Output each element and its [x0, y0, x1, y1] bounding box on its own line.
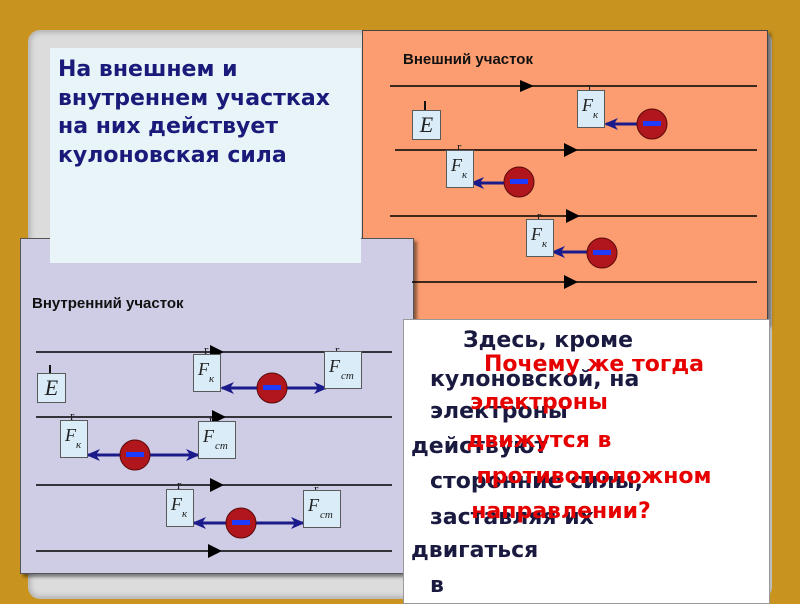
emf-symbol-external: E — [412, 110, 441, 140]
vector-mark: r — [457, 139, 462, 154]
explanation-line: Здесь, кроме — [463, 328, 633, 353]
vector-mark: r — [70, 408, 75, 423]
line-arrowhead — [212, 410, 226, 424]
electron-icon — [586, 237, 618, 269]
question-line: направлении? — [471, 499, 651, 524]
line-arrowhead — [564, 275, 578, 289]
question-line: электроны — [470, 390, 608, 415]
electron-icon — [636, 108, 668, 140]
external-section-panel: Внешний участок — [362, 30, 768, 324]
vector-bar — [424, 101, 426, 110]
info-box: На внешнем и внутреннем участках на них … — [50, 48, 361, 263]
electron-icon — [256, 372, 288, 404]
vector-mark: r — [209, 412, 214, 427]
vector-mark: r — [537, 208, 542, 223]
explanation-line: электроны — [430, 399, 568, 424]
internal-force-arrows — [86, 382, 328, 529]
internal-section-title: Внутренний участок — [32, 295, 184, 312]
question-line: движутся в — [466, 428, 612, 453]
electrons — [119, 108, 668, 539]
explanation-line: в — [430, 573, 444, 598]
explanation-line: сторонние силы, — [430, 469, 643, 494]
explanation-line: двигаться — [411, 538, 539, 563]
vector-mark: r — [204, 342, 209, 357]
info-box-text: На внешнем и внутреннем участках на них … — [58, 57, 330, 168]
vector-mark: r — [177, 477, 182, 492]
electron-icon — [503, 166, 535, 198]
line-arrowhead — [566, 209, 580, 223]
electron-icon — [225, 507, 257, 539]
line-arrowhead — [520, 80, 534, 92]
explanation-line: действуют — [411, 434, 548, 459]
vector-bar — [49, 365, 51, 374]
question-line: Почему же тогда — [484, 352, 704, 377]
line-arrowhead — [210, 478, 224, 492]
explanation-line: заставляя их — [430, 505, 594, 530]
explanation-line: кулоновской, на — [430, 367, 640, 392]
question-line: противоположном — [476, 464, 712, 489]
electron-icon — [119, 439, 151, 471]
emf-symbol-internal: E — [37, 373, 66, 403]
external-section-title: Внешний участок — [403, 51, 533, 68]
line-arrowhead — [564, 143, 578, 157]
external-coulomb-arrows — [470, 118, 637, 258]
vector-mark: r — [335, 342, 340, 357]
vector-mark: r — [314, 481, 319, 496]
line-arrowhead — [208, 544, 222, 558]
vector-mark: r — [588, 79, 593, 94]
